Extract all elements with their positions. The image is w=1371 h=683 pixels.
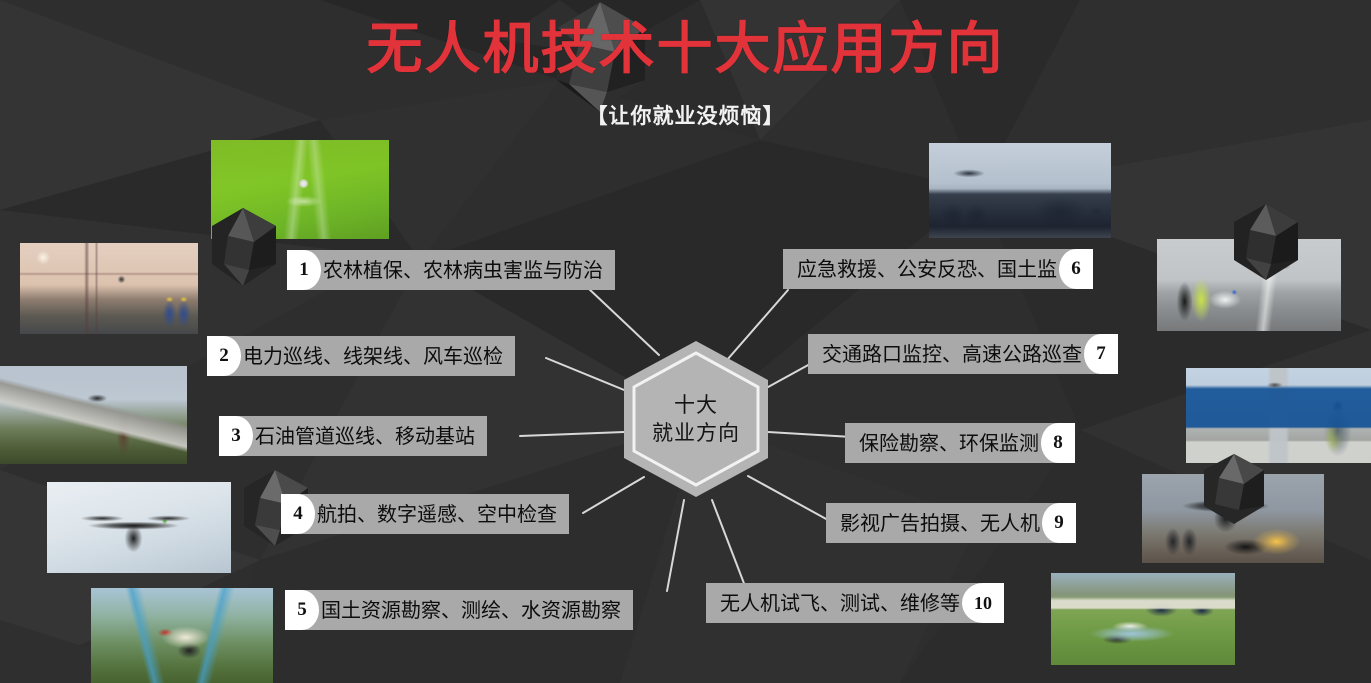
connector-line-5 <box>666 499 685 592</box>
hexagon-shape <box>624 341 768 497</box>
photo-content <box>1051 573 1235 665</box>
photo-police-swat <box>929 143 1111 238</box>
item-7-badge: 7 <box>1084 334 1118 374</box>
item-8-label: 保险勘察、环保监测 <box>859 431 1039 455</box>
connector-line-3 <box>519 431 625 437</box>
item-3[interactable]: 3 石油管道巡线、移动基站 <box>219 416 487 456</box>
item-7-label: 交通路口监控、高速公路巡查 <box>822 342 1082 366</box>
photo-powerline-patrol <box>20 243 198 334</box>
photo-tank-inspection <box>1186 368 1371 463</box>
connector-line-1 <box>587 287 660 356</box>
item-5[interactable]: 5 国土资源勘察、测绘、水资源勘察 <box>285 590 633 630</box>
connector-line-9 <box>747 475 829 521</box>
item-2-badge: 2 <box>207 336 241 376</box>
item-2-label: 电力巡线、线架线、风车巡检 <box>243 344 503 368</box>
item-10-label: 无人机试飞、测试、维修等 <box>720 591 960 615</box>
item-3-label: 石油管道巡线、移动基站 <box>255 424 475 448</box>
item-6-badge: 6 <box>1059 249 1093 289</box>
connector-line-4 <box>582 476 645 514</box>
item-1[interactable]: 1 农林植保、农林病虫害监与防治 <box>287 250 615 290</box>
connector-line-10 <box>711 499 746 587</box>
item-6-label: 应急救援、公安反恐、国土监 <box>797 257 1057 281</box>
item-10[interactable]: 无人机试飞、测试、维修等 10 <box>706 583 1004 623</box>
item-9-label: 影视广告拍摄、无人机 <box>840 511 1040 535</box>
photo-test-field <box>1051 573 1235 665</box>
item-2[interactable]: 2 电力巡线、线架线、风车巡检 <box>207 336 515 376</box>
item-5-label: 国土资源勘察、测绘、水资源勘察 <box>321 598 621 622</box>
item-8-badge: 8 <box>1041 423 1075 463</box>
item-7[interactable]: 交通路口监控、高速公路巡查 7 <box>808 334 1118 374</box>
photo-aerial-survey <box>91 588 273 683</box>
center-hexagon-label: 十大 就业方向 <box>621 339 771 499</box>
item-6[interactable]: 应急救援、公安反恐、国土监 6 <box>783 249 1093 289</box>
item-8[interactable]: 保险勘察、环保监测 8 <box>845 423 1075 463</box>
photo-pipeline-patrol <box>0 366 187 464</box>
photo-content <box>91 588 273 683</box>
item-9[interactable]: 影视广告拍摄、无人机 9 <box>826 503 1076 543</box>
photo-hexacopter-sky <box>47 482 231 573</box>
photo-content <box>47 482 231 573</box>
item-10-badge: 10 <box>962 583 1004 623</box>
center-hexagon: 十大 就业方向 <box>621 339 771 499</box>
item-5-badge: 5 <box>285 590 319 630</box>
center-label-line1: 十大 <box>674 392 718 417</box>
photo-content <box>20 243 198 334</box>
item-4-badge: 4 <box>281 494 315 534</box>
item-4[interactable]: 4 航拍、数字遥感、空中检查 <box>281 494 569 534</box>
photo-content <box>1186 368 1371 463</box>
item-1-badge: 1 <box>287 250 321 290</box>
item-1-label: 农林植保、农林病虫害监与防治 <box>323 258 603 282</box>
center-label-line2: 就业方向 <box>652 421 740 445</box>
item-3-badge: 3 <box>219 416 253 456</box>
item-9-badge: 9 <box>1042 503 1076 543</box>
connector-line-2 <box>545 357 630 393</box>
photo-content <box>929 143 1111 238</box>
connector-line-6 <box>726 289 789 361</box>
item-4-label: 航拍、数字遥感、空中检查 <box>317 502 557 526</box>
photo-content <box>0 366 187 464</box>
